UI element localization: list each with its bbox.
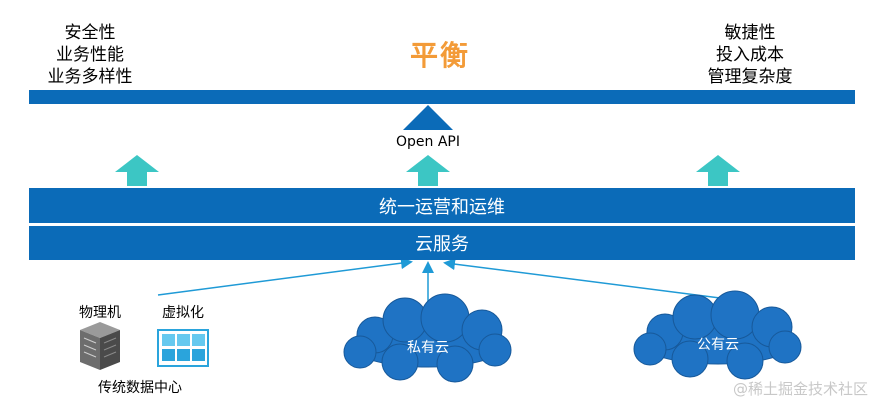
- left-attr-3: 业务多样性: [47, 67, 133, 87]
- arrow-from-public-cloud: [443, 258, 721, 299]
- right-attr-1: 敏捷性: [724, 23, 776, 43]
- arrow-from-datacenter: [157, 257, 413, 296]
- fulcrum-triangle: [403, 105, 453, 130]
- physical-machine-label: 物理机: [79, 305, 121, 321]
- up-arrow-left: [115, 155, 159, 186]
- up-arrow-right: [696, 155, 740, 186]
- balance-beam: [29, 90, 855, 104]
- private-cloud-shape: [343, 293, 512, 383]
- watermark-text: @稀土掘金技术社区: [732, 380, 868, 398]
- up-arrow-center: [406, 155, 450, 186]
- right-attr-2: 投入成本: [716, 45, 784, 65]
- right-attributes: 敏捷性 投入成本 管理复杂度: [690, 22, 810, 88]
- server-icon: [80, 322, 120, 370]
- ops-layer-bar: 统一运营和运维: [29, 188, 855, 223]
- balance-title: 平衡: [409, 39, 470, 72]
- left-attr-1: 安全性: [64, 23, 116, 43]
- public-cloud-shape: [633, 290, 802, 380]
- left-attr-2: 业务性能: [56, 45, 124, 65]
- open-api-label: Open API: [396, 134, 460, 150]
- cloud-service-layer-bar: 云服务: [29, 226, 855, 260]
- virtualization-label: 虚拟化: [162, 305, 204, 321]
- private-cloud-label: 私有云: [407, 340, 449, 356]
- right-attr-3: 管理复杂度: [707, 67, 793, 87]
- traditional-datacenter-label: 传统数据中心: [98, 380, 182, 396]
- virtualization-icon: [157, 329, 209, 367]
- public-cloud-label: 公有云: [697, 337, 739, 353]
- left-attributes: 安全性 业务性能 业务多样性: [30, 22, 150, 88]
